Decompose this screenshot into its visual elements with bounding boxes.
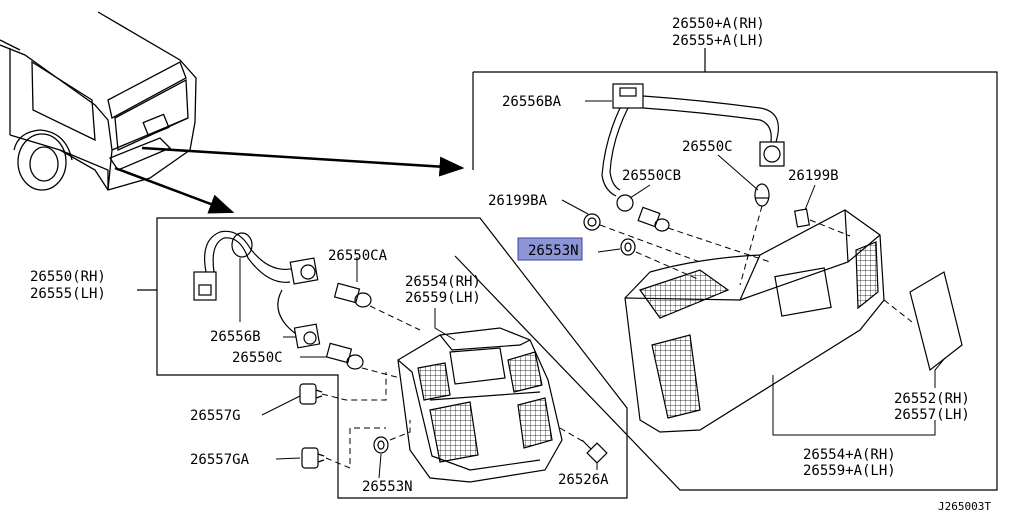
label-nut-n-lower[interactable]: 26553N xyxy=(362,479,413,495)
label-harness-b[interactable]: 26556B xyxy=(210,329,261,345)
label-lens-a-lh[interactable]: 26559+A(LH) xyxy=(803,463,896,479)
rear-leader-lines xyxy=(561,100,946,436)
part-labels: 26550+A(RH) 26555+A(LH) 26556BA 26550C 2… xyxy=(30,16,991,513)
side-leader-lines xyxy=(239,257,598,479)
arrow-to-rear-lamp xyxy=(141,146,465,177)
label-side-assy-rh[interactable]: 26550(RH) xyxy=(30,269,106,285)
label-harness-ba[interactable]: 26556BA xyxy=(502,94,562,110)
rear-lamp-panel xyxy=(454,48,998,491)
label-grommet-g[interactable]: 26557G xyxy=(190,408,241,424)
label-nut-n-upper[interactable]: 26553N xyxy=(528,243,579,259)
vehicle-rear-sketch xyxy=(0,11,197,191)
part-highlight[interactable] xyxy=(517,237,583,261)
label-side-assy-lh[interactable]: 26555(LH) xyxy=(30,286,106,302)
rear-guide-lines xyxy=(599,205,913,323)
label-rear-assy-rh[interactable]: 26550+A(RH) xyxy=(672,16,765,32)
side-guide-lines xyxy=(321,305,585,469)
diagram-code: J265003T xyxy=(938,500,991,511)
label-socket-ca[interactable]: 26550CA xyxy=(328,248,388,264)
label-reflector-rh[interactable]: 26552(RH) xyxy=(894,391,970,407)
rear-clip-and-nut xyxy=(583,208,810,256)
arrow-to-side-lamp xyxy=(114,166,235,214)
label-lens-rh[interactable]: 26554(RH) xyxy=(405,274,481,290)
label-clip-b[interactable]: 26199B xyxy=(788,168,839,184)
label-screw-a[interactable]: 26526A xyxy=(558,472,609,488)
rear-harness-connector-icon xyxy=(601,83,785,232)
side-lamp-body xyxy=(397,327,563,483)
rear-reflector xyxy=(909,271,963,372)
label-rear-assy-lh[interactable]: 26555+A(LH) xyxy=(672,33,765,49)
label-socket-c-lower[interactable]: 26550C xyxy=(232,350,283,366)
side-fasteners xyxy=(299,383,608,469)
label-lens-lh[interactable]: 26559(LH) xyxy=(405,290,481,306)
label-socket-cb[interactable]: 26550CB xyxy=(622,168,681,184)
side-harness-connector-icon xyxy=(193,230,372,370)
side-lamp-panel xyxy=(137,217,628,499)
label-socket-c[interactable]: 26550C xyxy=(682,139,733,155)
label-grommet-ga[interactable]: 26557GA xyxy=(190,452,250,468)
label-clip-ba[interactable]: 26199BA xyxy=(488,193,548,209)
rear-lamp-body xyxy=(624,209,885,433)
label-reflector-lh[interactable]: 26557(LH) xyxy=(894,407,970,423)
label-lens-a-rh[interactable]: 26554+A(RH) xyxy=(803,447,896,463)
